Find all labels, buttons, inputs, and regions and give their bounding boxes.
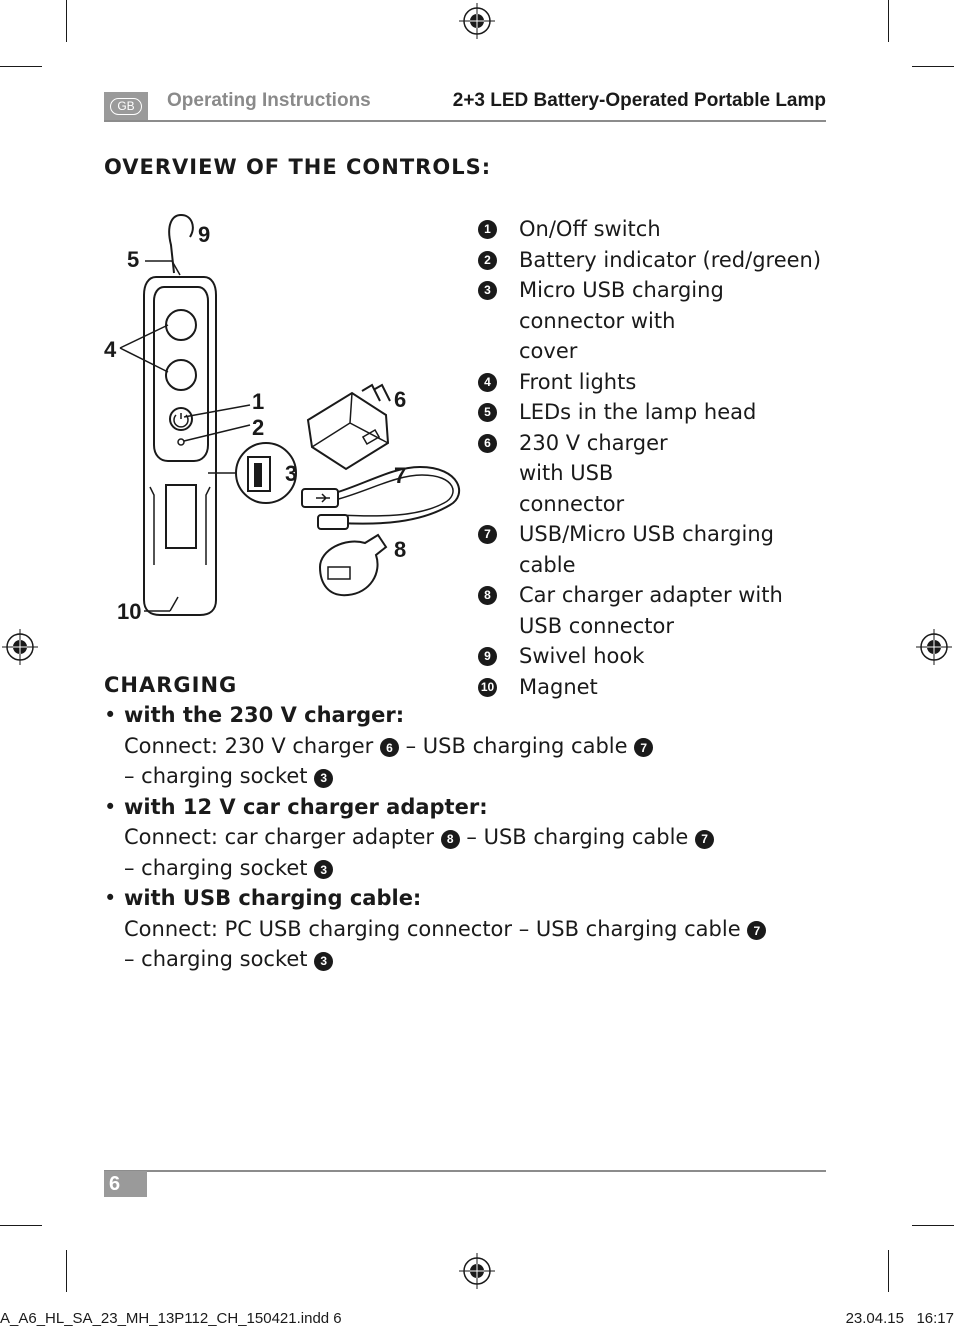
charging-item-heading: with the 230 V charger: bbox=[124, 703, 405, 727]
legend-text: Front lights bbox=[519, 369, 637, 394]
legend-number: 2 bbox=[478, 250, 497, 270]
bullet: • bbox=[104, 794, 117, 819]
charging-item-line: Connect: 230 V charger 6 – USB charging … bbox=[124, 731, 824, 762]
legend-text: On/Off switch bbox=[519, 217, 661, 241]
registration-mark-icon bbox=[459, 1253, 495, 1289]
bullet: • bbox=[104, 886, 117, 910]
controls-legend: 1 On/Off switch 2 Battery indicator (red/g… bbox=[478, 214, 828, 702]
registration-mark-icon bbox=[459, 3, 495, 39]
legend-item: 9 Swivel hook bbox=[478, 641, 828, 672]
figure-label: 3 bbox=[285, 461, 297, 486]
print-slug-filename: A_A6_HL_SA_23_MH_13P112_CH_150421.indd 6 bbox=[0, 1310, 342, 1327]
crop-mark bbox=[888, 0, 889, 42]
legend-number: 8 bbox=[478, 586, 497, 605]
charging-item-line: Connect: car charger adapter 8 – USB cha… bbox=[124, 822, 824, 853]
legend-number: 3 bbox=[478, 281, 497, 300]
reference-number: 3 bbox=[314, 860, 334, 880]
charging-text: – USB charging cable bbox=[459, 825, 689, 849]
charging-text: – charging socket bbox=[124, 764, 308, 788]
legend-item: 5 LEDs in the lamp head bbox=[478, 397, 828, 428]
page-number: 6 bbox=[104, 1171, 147, 1197]
charging-item-line: Connect: PC USB charging connector – USB… bbox=[124, 914, 824, 945]
crop-mark bbox=[0, 1225, 42, 1226]
reference-number: 6 bbox=[379, 738, 399, 758]
legend-text: Swivel hook bbox=[519, 644, 645, 668]
legend-item: 6 230 V charger with USB connector bbox=[478, 428, 718, 520]
figure-label: 10 bbox=[117, 599, 141, 624]
charging-item-line: – charging socket 3 bbox=[124, 761, 824, 792]
legend-item: 8 Car charger adapter with USB connector bbox=[478, 580, 788, 641]
legend-text: Car charger adapter with USB connector bbox=[519, 583, 783, 638]
header-product-title: 2+3 LED Battery-Operated Portable Lamp bbox=[452, 90, 826, 111]
reference-number: 7 bbox=[747, 921, 767, 941]
legend-item: 2 Battery indicator (red/green) bbox=[478, 245, 828, 276]
language-badge-label: GB bbox=[110, 97, 142, 115]
reference-number: 8 bbox=[440, 829, 460, 849]
legend-item: 10 Magnet bbox=[478, 672, 828, 703]
charging-text: Connect: 230 V charger bbox=[124, 733, 374, 758]
charging-text: – USB charging cable bbox=[398, 733, 628, 758]
reference-number: 3 bbox=[314, 768, 334, 788]
bullet: • bbox=[104, 703, 117, 727]
legend-text: Micro USB charging connector with cover bbox=[519, 278, 724, 363]
print-slug-date: 23.04.15 16:17 bbox=[845, 1310, 954, 1327]
figure-label: 5 bbox=[127, 247, 139, 272]
charging-item: • with 12 V car charger adapter: Connect… bbox=[104, 792, 824, 884]
legend-number: 6 bbox=[478, 433, 497, 453]
charging-item: • with the 230 V charger: Connect: 230 V… bbox=[104, 700, 824, 792]
crop-mark bbox=[66, 1250, 67, 1292]
figure-label: 9 bbox=[198, 222, 210, 247]
reference-number: 7 bbox=[634, 738, 654, 758]
legend-number: 5 bbox=[478, 403, 497, 422]
legend-text: Battery indicator (red/green) bbox=[519, 247, 822, 272]
overview-heading: OVERVIEW OF THE CONTROLS: bbox=[104, 155, 492, 179]
legend-item: 1 On/Off switch bbox=[478, 214, 828, 245]
figure-label: 6 bbox=[394, 387, 406, 412]
charging-text: – charging socket bbox=[124, 947, 308, 971]
crop-mark bbox=[66, 0, 67, 42]
charging-item-line: – charging socket 3 bbox=[124, 853, 824, 884]
language-badge: GB bbox=[104, 92, 148, 120]
footer-divider bbox=[104, 1170, 826, 1172]
registration-mark-icon bbox=[2, 629, 38, 665]
figure-label: 4 bbox=[104, 337, 117, 362]
legend-number: 7 bbox=[478, 525, 497, 544]
registration-mark-icon bbox=[916, 629, 952, 665]
header-divider bbox=[104, 120, 826, 122]
charging-text: Connect: PC USB charging connector – USB… bbox=[124, 916, 741, 941]
charging-heading: CHARGING bbox=[104, 673, 238, 697]
legend-text: LEDs in the lamp head bbox=[519, 400, 757, 424]
figure-label: 8 bbox=[394, 537, 406, 562]
charging-item-line: – charging socket 3 bbox=[124, 944, 824, 975]
charging-item: • with USB charging cable: Connect: PC U… bbox=[104, 883, 824, 975]
crop-mark bbox=[912, 66, 954, 67]
product-illustration: 1 2 3 4 5 6 7 8 9 10 bbox=[104, 213, 461, 624]
legend-item: 3 Micro USB charging connector with cover bbox=[478, 275, 738, 367]
figure-label: 2 bbox=[252, 415, 264, 440]
figure-label: 1 bbox=[252, 389, 264, 414]
reference-number: 3 bbox=[314, 951, 334, 971]
charging-text: Connect: car charger adapter bbox=[124, 825, 435, 849]
legend-number: 9 bbox=[478, 647, 497, 666]
legend-text: USB/Micro USB charging cable bbox=[519, 522, 774, 577]
legend-number: 10 bbox=[478, 677, 497, 697]
legend-item: 4 Front lights bbox=[478, 367, 828, 398]
figure-label: 7 bbox=[394, 463, 406, 488]
crop-mark bbox=[912, 1225, 954, 1226]
charging-list: • with the 230 V charger: Connect: 230 V… bbox=[104, 700, 824, 975]
crop-mark bbox=[888, 1250, 889, 1292]
charging-text: – charging socket bbox=[124, 855, 308, 880]
charging-item-heading: with 12 V car charger adapter: bbox=[124, 794, 488, 819]
legend-text: 230 V charger with USB connector bbox=[519, 430, 668, 516]
legend-number: 4 bbox=[478, 372, 497, 392]
header-section-title: Operating Instructions bbox=[167, 90, 371, 111]
legend-text: Magnet bbox=[519, 674, 598, 699]
reference-number: 7 bbox=[695, 829, 715, 849]
charging-item-heading: with USB charging cable: bbox=[124, 886, 422, 910]
crop-mark bbox=[0, 66, 42, 67]
legend-item: 7 USB/Micro USB charging cable bbox=[478, 519, 788, 580]
legend-number: 1 bbox=[478, 220, 497, 239]
